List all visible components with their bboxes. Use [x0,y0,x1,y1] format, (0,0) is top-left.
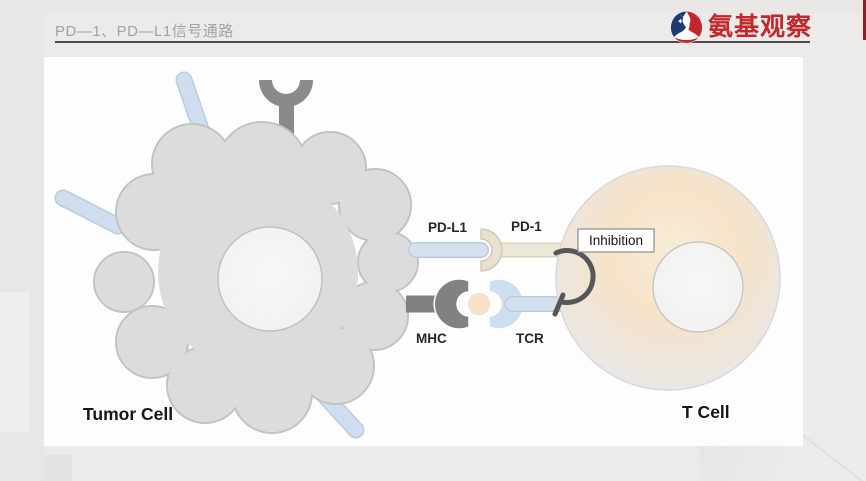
background-texture [44,455,72,481]
swirl-globe-icon: ✦ [670,11,703,44]
page-title: PD—1、PD—L1信号通路 [55,23,234,40]
tcr-label: TCR [516,331,544,346]
background-texture [0,0,44,481]
inhibition-hook-icon [552,248,596,317]
pdl1-pd1-complex [408,228,574,272]
mhc-crescent [433,278,470,330]
tumor-cell [93,121,419,434]
mhc-label: MHC [416,331,447,346]
pd1-binding-crescent [480,228,503,272]
background-texture [0,292,30,432]
sparkle-icon: ✦ [677,17,684,26]
t-cell-nucleus [652,241,744,333]
diagram-panel: Inhibition PD-L1 PD-1 MHC TCR Tumor Cell… [44,57,803,446]
tumor-nucleus [217,226,323,332]
t-cell-label: T Cell [682,402,730,422]
brand-logo: ✦ 氨基观察 [670,11,812,44]
inhibition-label: Inhibition [589,233,643,248]
title-underline [55,41,810,43]
brand-name: 氨基观察 [707,13,812,41]
antigen-peptide [465,290,493,318]
pd1-label: PD-1 [511,219,542,234]
mhc-tcr-complex [406,278,570,330]
inhibition-callout: Inhibition [577,228,655,253]
tumor-cell-label: Tumor Cell [83,404,173,424]
pdl1-label: PD-L1 [428,220,467,235]
slide-header: PD—1、PD—L1信号通路 ✦ 氨基观察 [0,0,866,57]
edge-accent-bar [863,0,866,40]
pd1-pdl1-pathway-diagram: Inhibition PD-L1 PD-1 MHC TCR Tumor Cell… [54,71,781,439]
t-cell [555,165,781,391]
background-texture [700,446,866,481]
